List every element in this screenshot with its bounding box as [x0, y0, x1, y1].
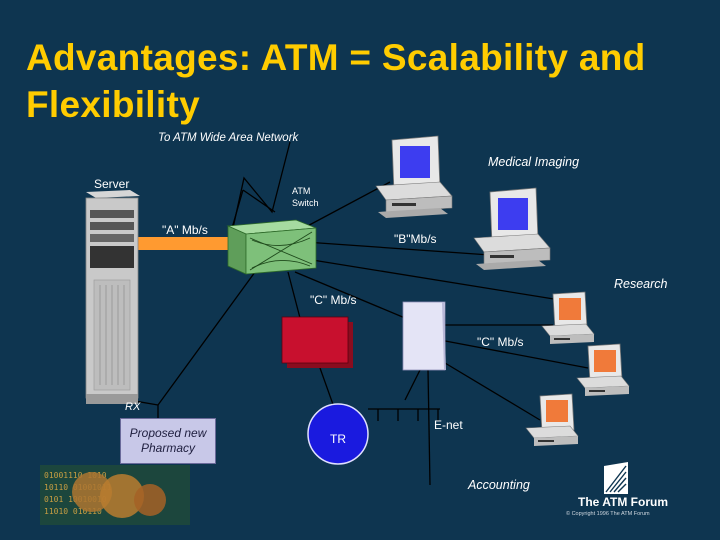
- medical-imaging-label: Medical Imaging: [488, 155, 580, 169]
- link-switch-rx: [157, 271, 256, 406]
- rx-label: RX: [125, 401, 141, 413]
- tr-ring-icon: [307, 403, 369, 465]
- atm-forum-brand: The ATM Forum: [578, 495, 668, 509]
- pc-medical-2: [473, 187, 551, 270]
- research-label: Research: [614, 277, 668, 291]
- link-hub-research-2: [439, 339, 589, 369]
- pharmacy-label-2: Pharmacy: [140, 441, 196, 455]
- link-hub-enet: [404, 369, 421, 401]
- link-switch-wan-b: [242, 189, 276, 213]
- svg-text:01001110 1010: 01001110 1010: [44, 471, 107, 480]
- wan-link: [232, 141, 291, 229]
- pc-research-1: [541, 291, 595, 344]
- a-rate-label: "A" Mb/s: [162, 223, 208, 237]
- c-rate-label-2: "C" Mb/s: [477, 335, 524, 349]
- wan-label: To ATM Wide Area Network: [158, 132, 299, 144]
- link-switch-medical-2: [304, 241, 491, 256]
- atm-switch-label-1: ATM: [292, 186, 311, 196]
- pc-research-3: [525, 393, 579, 446]
- server-icon: [85, 190, 140, 404]
- router-icon: [281, 316, 353, 368]
- pc-medical-1: [375, 135, 453, 218]
- pharmacy-box: Proposed new Pharmacy: [120, 418, 216, 464]
- c-rate-label-1: "C" Mb/s: [310, 293, 357, 307]
- link-hub-research-3: [439, 359, 541, 421]
- link-switch-medical-1: [299, 181, 391, 231]
- atm-forum-copyright: © Copyright 1996 The ATM Forum: [566, 511, 650, 517]
- link-switch-hub: [294, 271, 406, 319]
- atm-switch-label-2: Switch: [292, 198, 319, 208]
- link-router-tr: [319, 367, 336, 411]
- server-label: Server: [94, 177, 130, 191]
- atm-switch-icon: [226, 219, 317, 275]
- server-link: [137, 237, 229, 250]
- slide-title: Advantages: ATM = Scalability and Flexib…: [26, 37, 646, 125]
- accounting-label: Accounting: [468, 478, 530, 492]
- enet-label: E-net: [434, 418, 463, 432]
- link-switch-router: [287, 271, 301, 319]
- pc-research-2: [576, 343, 630, 396]
- svg-text:11010 010110: 11010 010110: [44, 507, 102, 516]
- link-switch-research: [299, 257, 561, 301]
- links: [99, 181, 589, 486]
- atm-forum-logo-icon: [604, 462, 628, 494]
- pharmacy-label-1: Proposed new: [129, 426, 207, 440]
- b-rate-label: "B"Mb/s: [394, 232, 437, 246]
- link-hub-accounting: [427, 369, 431, 486]
- tr-label: TR: [330, 432, 346, 446]
- hub-icon: [402, 301, 446, 371]
